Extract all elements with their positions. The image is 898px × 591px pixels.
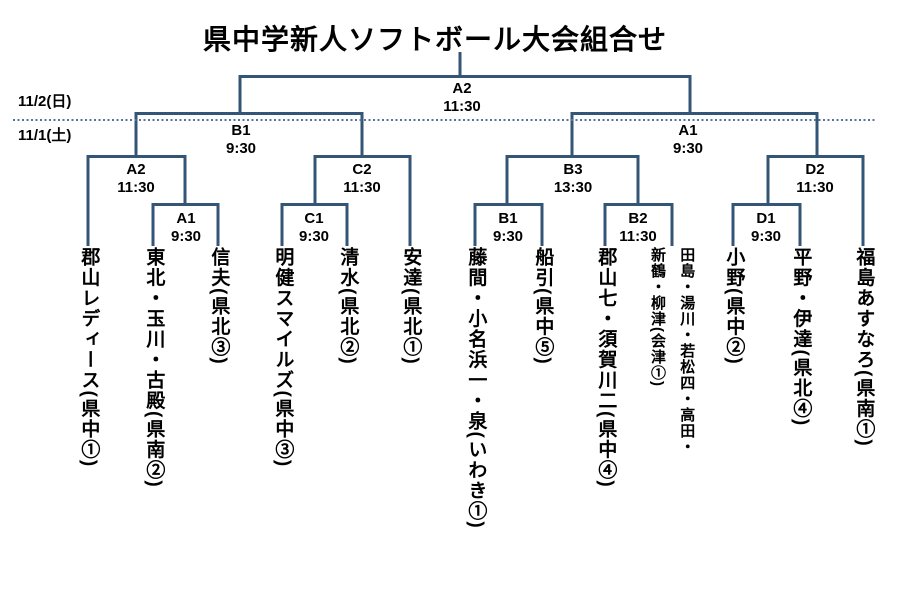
match-label-quarterfinal-a2: A2 11:30	[117, 161, 155, 197]
connector-final	[238, 75, 692, 114]
match-code: A1	[678, 122, 698, 139]
team-name-7: 藤間・小名浜一・泉(いわき①)	[465, 247, 487, 530]
match-label-round1-a1: A1 9:30	[171, 210, 201, 246]
match-code: B1	[498, 210, 518, 227]
match-time: 9:30	[750, 228, 782, 245]
match-code: A2	[452, 80, 472, 97]
team-name-3: 信夫(県北③)	[208, 247, 230, 366]
connector-round1-b2	[603, 203, 674, 246]
team-name-10: 田島・湯川・若松四・高田・ 新鶴・柳津(会津①)	[649, 247, 696, 455]
match-label-quarterfinal-d2: D2 11:30	[796, 161, 834, 197]
page-title: 県中学新人ソフトボール大会組合せ	[202, 24, 668, 55]
match-label-round1-b2: B2 11:30	[619, 210, 657, 246]
match-code: B2	[628, 210, 648, 227]
match-time: 11:30	[343, 179, 381, 196]
match-code: A2	[126, 161, 146, 178]
match-time: 9:30	[492, 228, 524, 245]
team-name-4: 明健スマイルズ(県中③)	[272, 247, 294, 468]
team-name-12: 平野・伊達(県北④)	[790, 247, 812, 427]
match-label-round1-c1: C1 9:30	[299, 210, 329, 246]
team-name-8: 船引(県中⑤)	[532, 247, 554, 366]
date-label-day2: 11/2(日)	[18, 93, 72, 110]
match-code: C1	[304, 210, 324, 227]
match-code: B1	[231, 122, 251, 139]
connector-quarterfinal-c2	[313, 155, 412, 246]
match-code: D1	[756, 210, 776, 227]
match-code: C2	[352, 161, 372, 178]
match-label-semifinal-left: B1 9:30	[226, 122, 256, 158]
match-time: 11:30	[796, 179, 834, 196]
match-label-final: A2 11:30	[443, 80, 481, 116]
match-label-round1-b1: B1 9:30	[493, 210, 523, 246]
match-time: 9:30	[672, 140, 704, 157]
connector-round1-c1	[280, 203, 349, 246]
match-code: B3	[563, 161, 583, 178]
connector-quarterfinal-b3	[505, 155, 640, 205]
match-time: 9:30	[298, 228, 330, 245]
team-name-6: 安達(県北①)	[400, 247, 422, 366]
team-name-5: 清水(県北②)	[337, 247, 359, 366]
match-label-round1-d1: D1 9:30	[751, 210, 781, 246]
match-code: A1	[176, 210, 196, 227]
team-name-1: 郡山レディース(県中①)	[78, 247, 100, 468]
date-label-day1: 11/1(土)	[18, 127, 72, 144]
match-label-quarterfinal-b3: B3 13:30	[554, 161, 592, 197]
match-time: 11:30	[117, 179, 155, 196]
match-time: 9:30	[170, 228, 202, 245]
match-time: 13:30	[553, 179, 593, 196]
connector-round1-d1	[731, 203, 802, 246]
connector-quarterfinal-a2	[86, 155, 187, 246]
team-name-11: 小野(県中②)	[723, 247, 745, 366]
team-name-2: 東北・玉川・古殿(県南②)	[143, 247, 165, 489]
connector-round1-a1	[151, 203, 220, 246]
team-name-13: 福島あすなろ(県南①)	[853, 247, 875, 448]
connector-quarterfinal-d2	[766, 155, 865, 246]
match-code: D2	[805, 161, 825, 178]
match-label-quarterfinal-c2: C2 11:30	[343, 161, 381, 197]
match-label-semifinal-right: A1 9:30	[673, 122, 703, 158]
match-time: 9:30	[225, 140, 257, 157]
team-name-9: 郡山七・須賀川二(県中④)	[595, 247, 617, 489]
match-time: 11:30	[619, 228, 657, 245]
match-time: 11:30	[443, 98, 481, 115]
connector-semifinal-right	[570, 112, 819, 157]
connector-round1-b1	[473, 203, 544, 246]
connector-semifinal-left	[134, 112, 364, 157]
